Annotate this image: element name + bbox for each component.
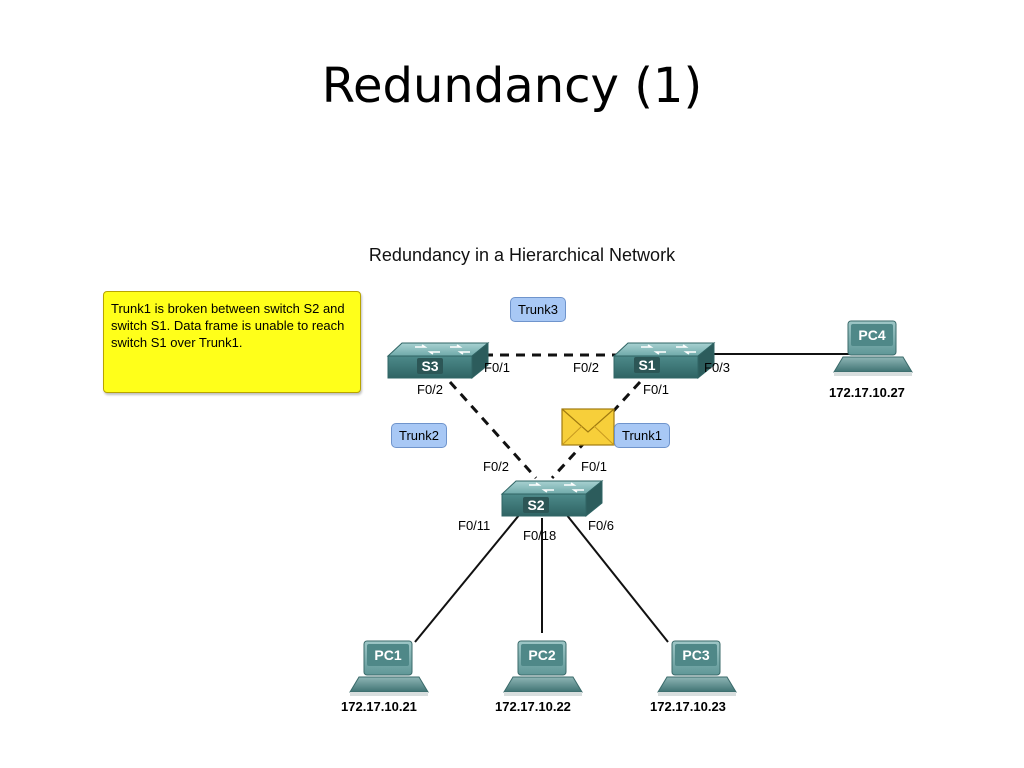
pc1-label: PC1 bbox=[374, 647, 401, 663]
trunk3-label: Trunk3 bbox=[510, 297, 566, 322]
s2-pc3-link bbox=[565, 513, 669, 643]
port-s1-f03: F0/3 bbox=[704, 360, 731, 375]
ip-pc3: 172.17.10.23 bbox=[650, 699, 726, 714]
switch-s1 bbox=[612, 341, 716, 380]
switch-s3-label: S3 bbox=[421, 358, 438, 374]
ip-pc4: 172.17.10.27 bbox=[829, 385, 905, 400]
pc3-label: PC3 bbox=[682, 647, 709, 663]
pc1-computer bbox=[349, 640, 429, 696]
ip-pc1: 172.17.10.21 bbox=[341, 699, 417, 714]
trunk1-label: Trunk1 bbox=[614, 423, 670, 448]
pc2-computer bbox=[503, 640, 583, 696]
callout-note: Trunk1 is broken between switch S2 and s… bbox=[103, 291, 361, 393]
pc2-label: PC2 bbox=[528, 647, 555, 663]
trunk2-label: Trunk2 bbox=[391, 423, 447, 448]
trunk2-link bbox=[448, 380, 538, 480]
switch-s1-label: S1 bbox=[638, 357, 655, 373]
switch-s3 bbox=[386, 341, 490, 380]
diagram-title: Redundancy in a Hierarchical Network bbox=[368, 245, 676, 265]
pc3-computer bbox=[657, 640, 737, 696]
switch-s2 bbox=[500, 479, 604, 518]
ip-pc2: 172.17.10.22 bbox=[495, 699, 571, 714]
port-s2-f01: F0/1 bbox=[581, 459, 608, 474]
port-s1-f01: F0/1 bbox=[643, 382, 670, 397]
slide-title: Redundancy (1) bbox=[321, 58, 703, 114]
links bbox=[414, 353, 850, 643]
s2-pc1-link bbox=[414, 513, 521, 643]
port-s2-f02: F0/2 bbox=[483, 459, 510, 474]
port-s3-f01: F0/1 bbox=[484, 360, 511, 375]
port-s1-f02: F0/2 bbox=[573, 360, 600, 375]
port-s2-f018: F0/18 bbox=[523, 528, 557, 543]
port-s2-f011: F0/11 bbox=[458, 518, 491, 533]
pc4-label: PC4 bbox=[858, 327, 885, 343]
pc4-computer bbox=[833, 320, 913, 376]
switch-s2-label: S2 bbox=[527, 497, 544, 513]
envelope-icon bbox=[561, 408, 615, 446]
port-s3-f02: F0/2 bbox=[417, 382, 444, 397]
port-s2-f06: F0/6 bbox=[588, 518, 615, 533]
